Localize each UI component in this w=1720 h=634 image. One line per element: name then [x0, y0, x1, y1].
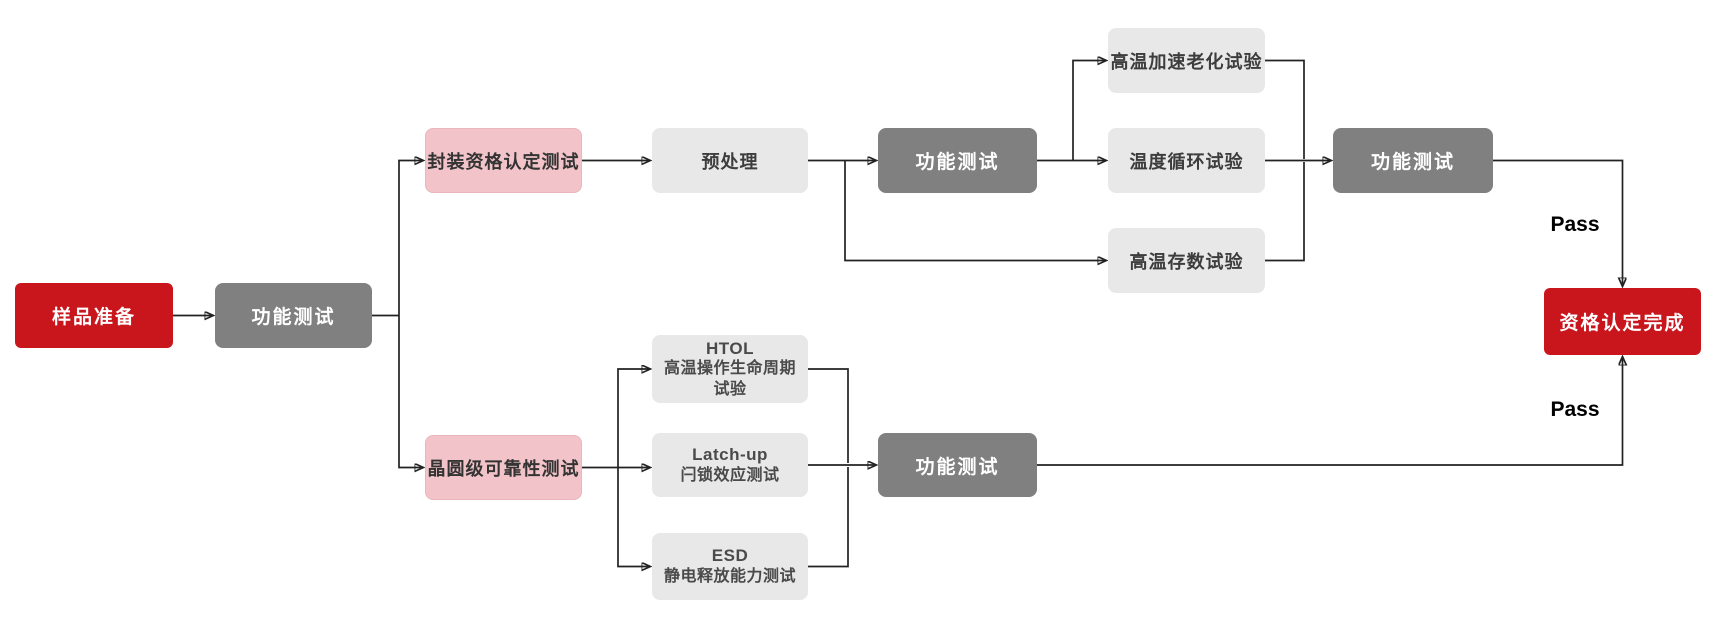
node-label: 功能测试 [915, 456, 1000, 478]
pass-label-bottom: Pass [1550, 398, 1600, 421]
node-htol-test[interactable]: HTOL 高温操作生命周期 试验 [652, 335, 808, 403]
node-label: 功能测试 [1370, 152, 1455, 173]
edge-func4-to-done [1037, 357, 1623, 466]
node-functional-test-2[interactable]: 功能测试 [878, 128, 1037, 193]
edge-wafer-to-esd [617, 467, 650, 567]
pass-label-top: Pass [1550, 213, 1600, 236]
edge-func1-to-wafer [398, 315, 423, 468]
node-label: 高温加速老化试验 [1110, 51, 1263, 72]
node-qualification-complete[interactable]: 资格认定完成 [1544, 288, 1701, 355]
node-package-qualification-test[interactable]: 封装资格认定测试 [425, 128, 582, 193]
node-label: 高温存数试验 [1129, 251, 1244, 272]
node-label: 晶圆级可靠性测试 [427, 458, 580, 479]
edge-func1-to-pkg [398, 161, 423, 316]
node-title: ESD [711, 546, 749, 566]
node-sample-prep[interactable]: 样品准备 [15, 283, 173, 348]
node-label: 封装资格认定测试 [427, 151, 580, 172]
node-subtitle: 试验 [713, 380, 747, 398]
node-label: 预处理 [701, 151, 759, 172]
node-title: Latch-up [692, 444, 768, 464]
edge-htol-join [808, 368, 849, 463]
node-title: HTOL [706, 338, 754, 358]
node-temperature-cycling-test[interactable]: 温度循环试验 [1108, 128, 1265, 193]
node-subtitle: 静电释放能力测试 [663, 568, 796, 586]
node-high-temp-storage-test[interactable]: 高温存数试验 [1108, 228, 1265, 293]
node-label: 资格认定完成 [1559, 313, 1686, 334]
node-latch-up-test[interactable]: Latch-up 闩锁效应测试 [652, 433, 808, 497]
node-esd-test[interactable]: ESD 静电释放能力测试 [652, 533, 808, 600]
node-preprocessing[interactable]: 预处理 [652, 128, 808, 193]
node-label: 功能测试 [915, 152, 1000, 173]
node-label: 温度循环试验 [1129, 151, 1244, 172]
node-functional-test-4[interactable]: 功能测试 [878, 433, 1037, 497]
edge-branch-to-htstorage [844, 160, 1106, 261]
edge-haat-join [1265, 59, 1305, 159]
node-subtitle: 高温操作生命周期 [663, 360, 796, 378]
edge-func2-to-haat [1072, 61, 1106, 161]
edge-wafer-to-htol [617, 369, 650, 468]
node-functional-test-3[interactable]: 功能测试 [1333, 128, 1493, 193]
node-functional-test-1[interactable]: 功能测试 [215, 283, 372, 348]
node-high-temp-accelerated-aging-test[interactable]: 高温加速老化试验 [1108, 28, 1265, 93]
edge-htstorage-join [1265, 162, 1305, 262]
edge-esd-join [808, 467, 849, 568]
node-subtitle: 闩锁效应测试 [680, 466, 780, 484]
node-label: 功能测试 [251, 307, 336, 328]
node-wafer-level-reliability-test[interactable]: 晶圆级可靠性测试 [425, 435, 582, 500]
edge-func3-to-done [1493, 159, 1623, 287]
node-label: 样品准备 [51, 307, 136, 328]
